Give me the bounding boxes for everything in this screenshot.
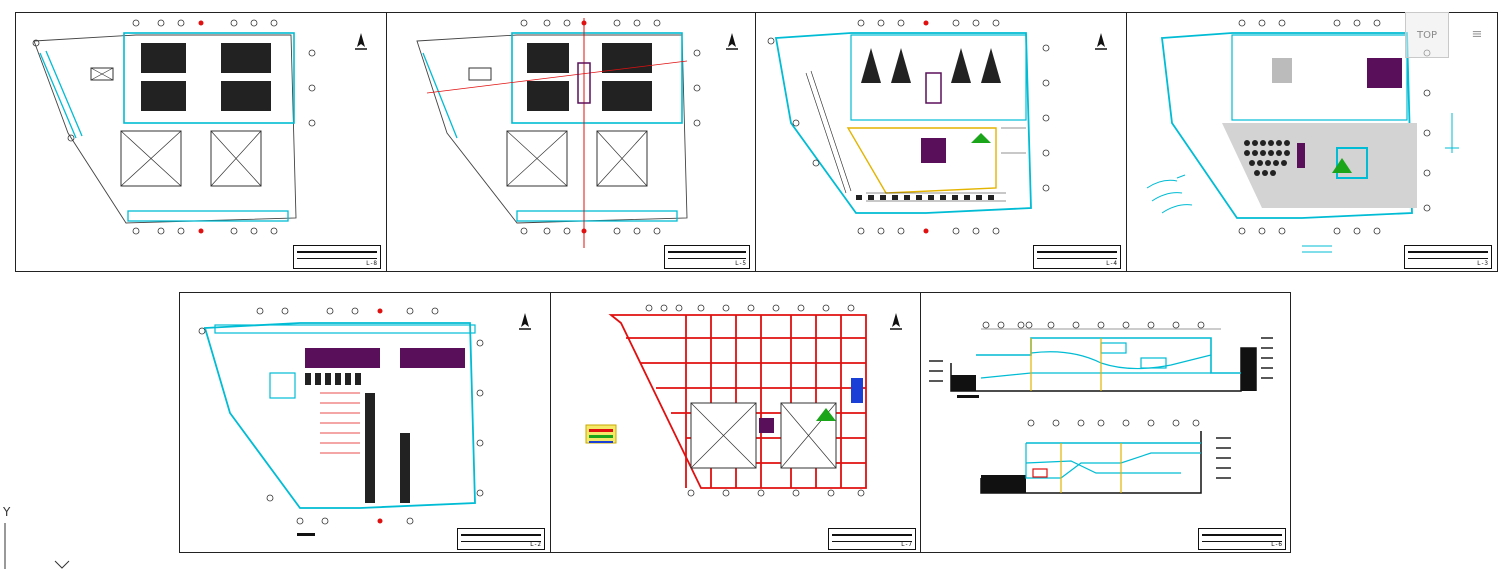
section-drawing	[929, 321, 1273, 494]
title-block: L-6	[1198, 528, 1286, 550]
ucs-y-label: Y	[3, 505, 11, 519]
title-block: L-2	[457, 528, 545, 550]
layout-sheet-7[interactable]: L-6	[920, 292, 1291, 553]
north-arrow-icon	[890, 313, 902, 330]
sheet-code: L-3	[1477, 260, 1488, 267]
sheet-code: L-4	[1106, 260, 1117, 267]
layout-sheet-1[interactable]: L-8	[15, 12, 387, 272]
north-arrow-icon	[355, 33, 367, 50]
ucs-icon	[4, 523, 70, 569]
layout-sheet-6[interactable]: L-7	[550, 292, 921, 553]
north-arrow-icon	[1095, 33, 1107, 50]
floor-plan-drawing	[585, 304, 902, 497]
sheet-code: L-2	[530, 541, 541, 548]
hamburger-icon[interactable]: ≡	[1471, 27, 1483, 42]
sheet-code: L-5	[735, 260, 746, 267]
title-block: L-5	[664, 245, 750, 269]
north-arrow-icon	[519, 313, 531, 330]
title-block: L-4	[1033, 245, 1121, 269]
floor-plan-drawing	[198, 307, 531, 536]
sheet-code: L-7	[901, 541, 912, 548]
layout-sheet-3[interactable]: L-4	[755, 12, 1127, 272]
floor-plan-drawing	[32, 19, 367, 235]
layout-sheet-2[interactable]: L-5	[386, 12, 756, 272]
title-block: L-8	[293, 245, 381, 269]
layout-sheet-5[interactable]: L-2	[179, 292, 551, 553]
title-block: L-3	[1404, 245, 1492, 269]
floor-plan-drawing	[416, 18, 738, 248]
sheet-code: L-6	[1271, 541, 1282, 548]
viewcube-label: TOP	[1416, 29, 1437, 41]
north-arrow-icon	[726, 33, 738, 50]
floor-plan-drawing	[767, 19, 1107, 235]
sheet-code: L-8	[366, 260, 377, 267]
viewcube-top[interactable]: TOP	[1405, 12, 1449, 58]
floor-plan-drawing	[1146, 19, 1459, 253]
title-block: L-7	[828, 528, 916, 550]
